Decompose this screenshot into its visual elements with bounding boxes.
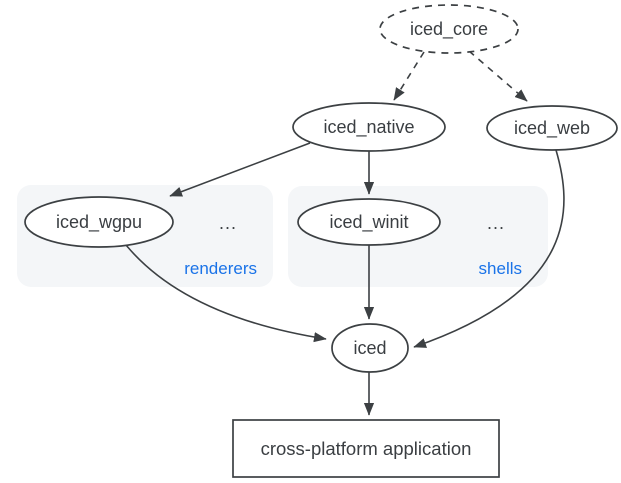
node-application-label: cross-platform application [261,438,472,459]
node-iced-core: iced_core [379,4,519,54]
edge-iced-web-to-iced [413,149,565,348]
node-iced-native-label: iced_native [323,117,414,138]
node-iced-wgpu-shape [24,196,174,248]
node-iced-wgpu: iced_wgpu [24,196,174,248]
node-application: cross-platform application [232,419,500,478]
node-iced-native: iced_native [292,102,446,152]
group-shells-label: shells [479,259,522,278]
node-iced-web-shape [486,105,618,151]
node-iced-native-shape [292,102,446,152]
node-iced-core-label: iced_core [410,19,488,40]
node-iced: iced [331,323,409,373]
group-renderers-label: renderers [184,259,257,278]
edge-iced-wgpu-to-iced [125,244,327,343]
node-iced-wgpu-label: iced_wgpu [56,212,142,233]
node-iced-winit-shape [297,198,441,246]
edge-iced-native-to-iced-wgpu [169,142,311,197]
edge-iced-core-to-iced-web [468,50,528,102]
node-iced-shape [331,323,409,373]
node-iced-label: iced [353,338,386,358]
node-iced-web-label: iced_web [514,118,590,139]
group-shells-ellipsis: ... [487,213,505,233]
node-application-shape [232,419,500,478]
node-iced-winit-label: iced_winit [329,212,408,233]
group-renderers-ellipsis: ... [219,213,237,233]
node-iced-winit: iced_winit [297,198,441,246]
edge-iced-core-to-iced-native [393,51,425,101]
node-iced-core-shape [379,4,519,54]
node-iced-web: iced_web [486,105,618,151]
